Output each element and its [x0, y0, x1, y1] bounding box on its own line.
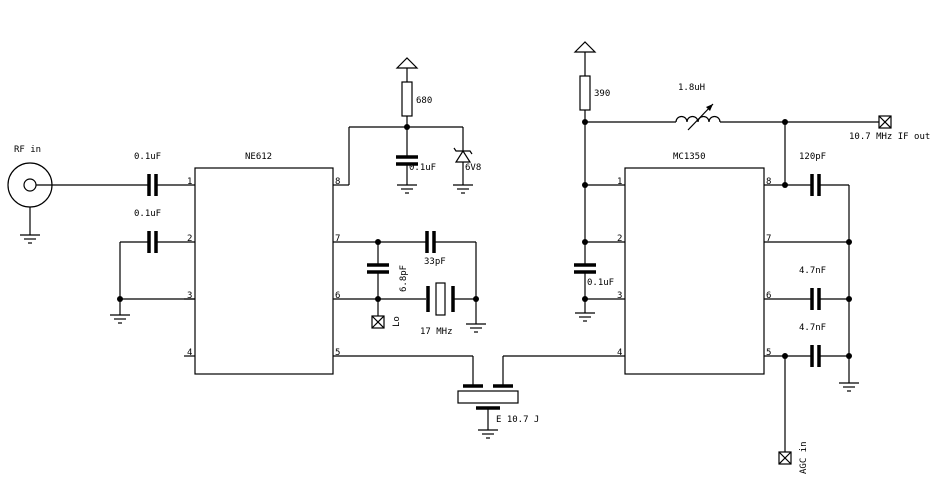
lo-label: Lo	[392, 316, 402, 327]
mc1350-pin2: 2	[617, 234, 622, 244]
agc-in-label: AGC in	[799, 441, 809, 474]
capacitor-120pf	[810, 174, 821, 196]
zener-label: 6V8	[465, 163, 481, 173]
ne612-chip	[194, 167, 334, 375]
capacitor-6.8pf	[367, 263, 389, 274]
c-supply1-label: 0.1uF	[409, 163, 436, 173]
capacitor-4.7nf-pin6	[810, 288, 821, 310]
r-390-label: 390	[594, 89, 610, 99]
inductor-1.8uh	[675, 103, 721, 131]
lo-port-icon	[371, 315, 385, 329]
c-osc2-label: 33pF	[424, 257, 446, 267]
mc1350-chip	[624, 167, 765, 375]
mc1350-pin4: 4	[617, 348, 622, 358]
ne612-pin3: 3	[187, 291, 192, 301]
ne612-pin2: 2	[187, 234, 192, 244]
ceramic-filter	[457, 384, 519, 410]
c-pin5-label: 4.7nF	[799, 323, 826, 333]
ne612-pin7: 7	[335, 234, 340, 244]
mc1350-pin3: 3	[617, 291, 622, 301]
vcc-arrow-1	[395, 57, 419, 82]
c-input-label: 0.1uF	[134, 152, 161, 162]
crystal-17mhz	[426, 282, 455, 316]
c-pin2-label: 0.1uF	[134, 209, 161, 219]
inductor-label: 1.8uH	[678, 83, 705, 93]
capacitor-input	[147, 174, 158, 196]
capacitor-33pf	[425, 231, 436, 253]
ne612-pin5: 5	[335, 348, 340, 358]
ground-symbol	[110, 314, 130, 324]
if-out-label: 10.7 MHz IF out	[849, 132, 930, 142]
c-pin6-label: 4.7nF	[799, 266, 826, 276]
ground-symbol	[20, 234, 40, 244]
mc1350-pin1: 1	[617, 177, 622, 187]
rf-input-connector	[7, 162, 53, 235]
if-out-port-icon	[878, 115, 892, 129]
c-supply2-label: 0.1uF	[587, 278, 614, 288]
capacitor-supply-1	[396, 155, 418, 166]
ne612-pin6: 6	[335, 291, 340, 301]
mc1350-pin7: 7	[766, 234, 771, 244]
resistor-680	[401, 81, 413, 117]
filter-label: E 10.7 J	[496, 415, 539, 425]
vcc-arrow-2	[573, 41, 597, 76]
r-680-label: 680	[416, 96, 432, 106]
c-out-label: 120pF	[799, 152, 826, 162]
mc1350-pin5: 5	[766, 348, 771, 358]
mc1350-pin6: 6	[766, 291, 771, 301]
mc1350-pin8: 8	[766, 177, 771, 187]
agc-port-icon	[778, 451, 792, 465]
ne612-pin4: 4	[187, 348, 192, 358]
resistor-390	[579, 75, 591, 111]
crystal-label: 17 MHz	[420, 327, 453, 337]
zener-diode	[453, 147, 473, 163]
ground-symbol	[839, 382, 859, 392]
c-osc1-label: 6.8pF	[399, 265, 409, 292]
ne612-name: NE612	[245, 152, 272, 162]
ne612-pin1: 1	[187, 177, 192, 187]
ground-symbol	[478, 429, 498, 439]
capacitor-4.7nf-pin5	[810, 345, 821, 367]
ne612-pin8: 8	[335, 177, 340, 187]
mc1350-name: MC1350	[673, 152, 706, 162]
capacitor-pin2	[147, 231, 158, 253]
rf-in-label: RF in	[14, 145, 41, 155]
capacitor-supply-2	[574, 263, 596, 274]
ground-symbol	[575, 312, 595, 322]
ground-symbol	[466, 323, 486, 333]
ground-symbol	[453, 184, 473, 194]
ground-symbol	[397, 184, 417, 194]
